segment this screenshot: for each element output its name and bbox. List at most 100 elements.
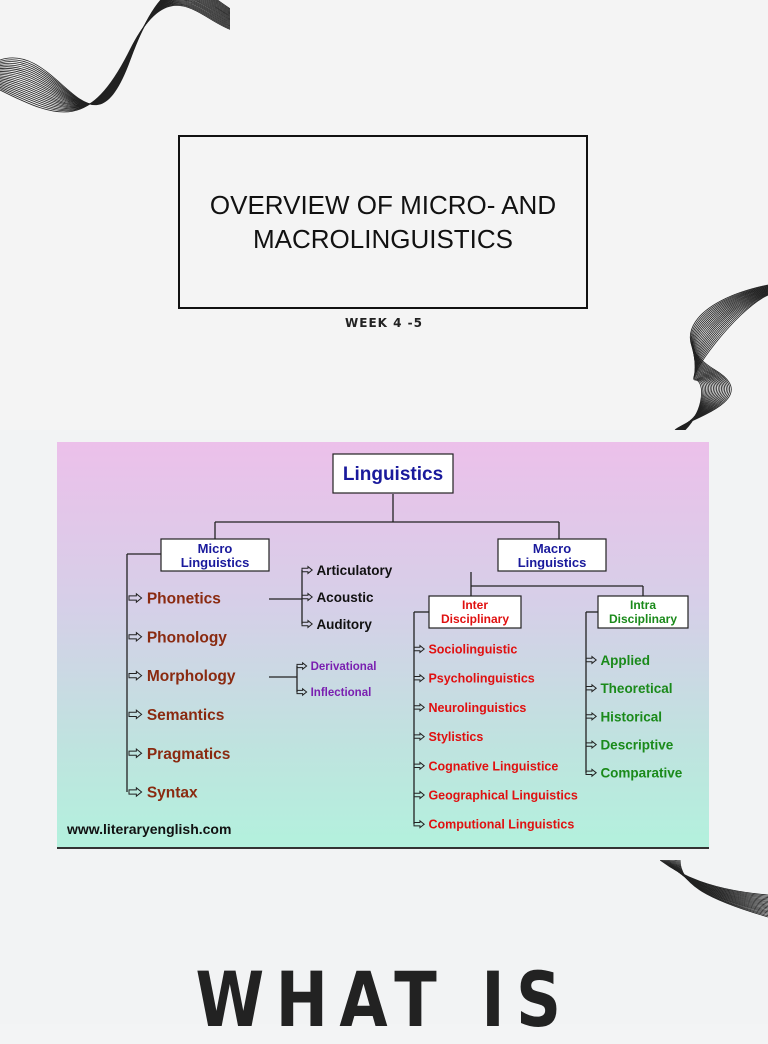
- bottom-heading: WHAT IS: [195, 955, 573, 1044]
- slide-subtitle: WEEK 4 -5: [345, 316, 423, 330]
- wave-line: [679, 289, 768, 430]
- intra-item: Applied: [600, 653, 650, 668]
- micro-item: Morphology: [147, 668, 236, 685]
- arrow-icon: [413, 673, 426, 683]
- intra-label-line2: Disciplinary: [609, 612, 677, 626]
- arrow-icon: [585, 655, 598, 665]
- wave-decoration-right: [674, 284, 768, 430]
- connector-lines: [126, 494, 644, 824]
- phonetics-branch: Articulatory: [316, 563, 392, 578]
- morphology-branch: Derivational: [311, 661, 377, 673]
- root-label: Linguistics: [343, 464, 443, 485]
- inter-item: Psycholinguistics: [428, 672, 534, 686]
- macro-label-line1: Macro: [533, 541, 571, 556]
- wave-line: [679, 860, 768, 918]
- wave-line: [672, 860, 768, 910]
- wave-decoration-top-left: [0, 0, 230, 113]
- phonetics-branch: Auditory: [316, 617, 372, 632]
- wave-line: [674, 284, 768, 430]
- macro-box: Macro Linguistics: [497, 538, 607, 572]
- slide-title: OVERVIEW OF MICRO- AND MACROLINGUISTICS: [209, 190, 557, 254]
- wave-line: [664, 860, 768, 901]
- phonetics-branch: Acoustic: [316, 590, 374, 605]
- wave-line: [0, 4, 230, 113]
- arrow-icon: [413, 761, 426, 771]
- wave-line: [675, 285, 768, 430]
- wave-line: [0, 2, 230, 110]
- intra-label-line1: Intra: [630, 598, 656, 612]
- intra-item: Comparative: [600, 766, 682, 781]
- micro-label-line2: Linguistics: [181, 555, 250, 570]
- arrow-icon: [128, 670, 143, 681]
- inter-item: Geographical Linguistics: [428, 789, 577, 803]
- inter-item: Stylistics: [428, 730, 483, 744]
- arrow-icon: [585, 740, 598, 750]
- arrow-icon: [128, 747, 143, 759]
- micro-item: Semantics: [147, 707, 225, 724]
- inter-item: Sociolinguistic: [428, 643, 517, 657]
- wave-line: [663, 860, 768, 900]
- inter-item: Computional Linguistics: [428, 818, 574, 832]
- arrow-icon: [413, 644, 426, 654]
- title-box: OVERVIEW OF MICRO- AND MACROLINGUISTICS: [178, 135, 588, 309]
- micro-item: Syntax: [147, 785, 198, 802]
- arrow-icon: [296, 661, 308, 671]
- wave-line: [669, 860, 768, 906]
- wave-line: [676, 286, 768, 430]
- arrow-icon: [301, 592, 314, 602]
- wave-line: [678, 860, 768, 917]
- wave-line: [678, 288, 768, 430]
- root-box: Linguistics: [332, 453, 454, 494]
- wave-line: [678, 288, 768, 430]
- wave-line: [676, 286, 768, 430]
- inter-label-line2: Disciplinary: [441, 612, 509, 626]
- arrow-icon: [128, 786, 143, 798]
- wave-line: [681, 290, 768, 430]
- arrow-icon: [413, 732, 426, 742]
- website-url: www.literaryenglish.com: [66, 821, 231, 837]
- arrow-icon: [585, 768, 598, 778]
- intra-item: Theoretical: [600, 681, 672, 696]
- intra-items: AppliedTheoreticalHistoricalDescriptiveC…: [585, 653, 683, 781]
- inter-items: SociolinguisticPsycholinguisticsNeurolin…: [413, 643, 578, 832]
- micro-item: Pragmatics: [147, 746, 231, 763]
- title-section: [0, 0, 768, 430]
- wave-line: [676, 860, 768, 914]
- arrow-icon: [128, 592, 143, 604]
- wave-line: [0, 0, 230, 105]
- micro-item: Phonetics: [147, 591, 221, 608]
- arrow-icon: [585, 711, 598, 721]
- inter-item: Neurolinguistics: [428, 701, 526, 715]
- wave-line: [677, 287, 768, 430]
- linguistics-diagram: Linguistics Micro Linguistics Macro Ling…: [57, 442, 709, 849]
- arrow-icon: [585, 683, 598, 693]
- wave-line: [665, 860, 768, 902]
- arrow-icon: [128, 631, 143, 643]
- wave-line: [680, 290, 768, 430]
- arrow-icon: [128, 709, 143, 720]
- intra-item: Descriptive: [600, 737, 673, 752]
- wave-line: [666, 860, 768, 904]
- micro-items: PhoneticsPhonologyMorphologySemanticsPra…: [128, 591, 236, 802]
- micro-label-line1: Micro: [198, 541, 233, 556]
- wave-line: [673, 860, 768, 911]
- intra-item: Historical: [600, 709, 662, 724]
- wave-line: [675, 285, 768, 430]
- inter-box: Inter Disciplinary: [428, 595, 522, 629]
- wave-line: [671, 860, 768, 909]
- wave-line: [679, 289, 768, 430]
- wave-decoration-bottom-right: [660, 860, 768, 918]
- arrow-icon: [413, 790, 426, 800]
- arrow-icon: [301, 565, 314, 575]
- wave-line: [677, 860, 768, 915]
- micro-box: Micro Linguistics: [160, 538, 270, 572]
- inter-item: Cognative Linguistice: [428, 759, 558, 773]
- macro-label-line2: Linguistics: [518, 555, 587, 570]
- intra-box: Intra Disciplinary: [597, 595, 689, 629]
- arrow-icon: [301, 619, 314, 629]
- arrow-icon: [413, 819, 426, 829]
- wave-line: [674, 860, 768, 913]
- wave-line: [677, 287, 768, 430]
